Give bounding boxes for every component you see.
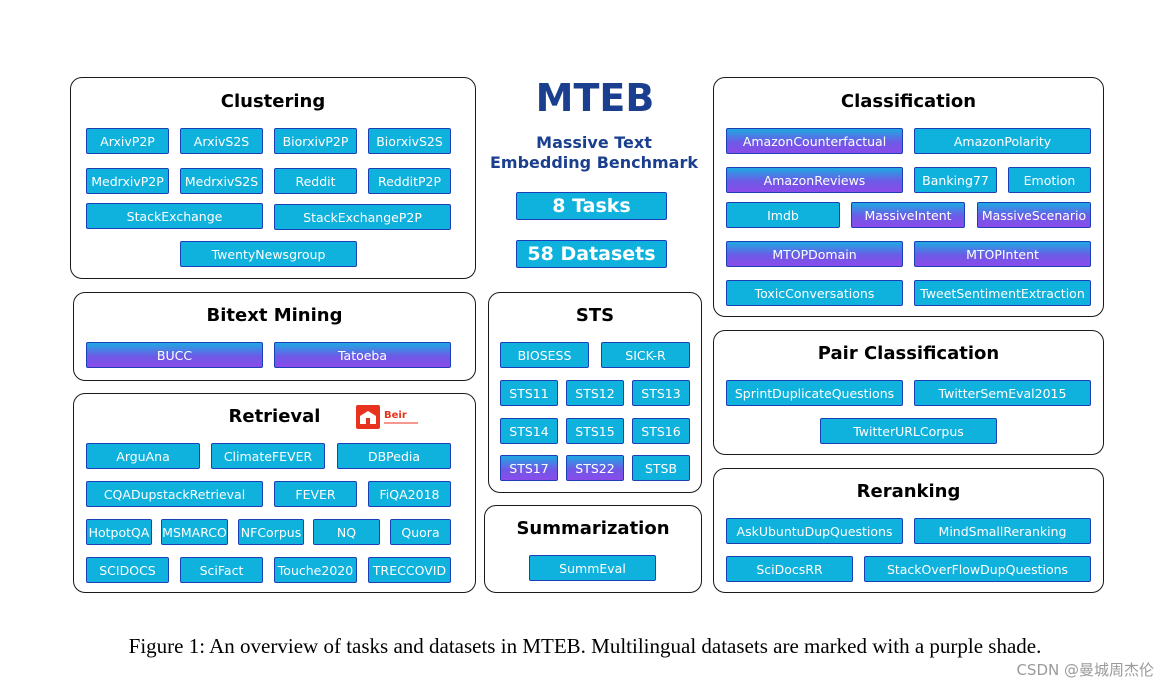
classification-panel: Classification AmazonCounterfactual Amaz… <box>713 77 1104 317</box>
tasks-count-badge: 8 Tasks <box>516 192 667 220</box>
dataset-chip: SprintDuplicateQuestions <box>726 380 903 406</box>
summarization-panel: Summarization SummEval <box>484 505 702 593</box>
dataset-chip-multilingual: BUCC <box>86 342 263 368</box>
summarization-title: Summarization <box>516 518 670 539</box>
dataset-chip: Banking77 <box>914 167 997 193</box>
dataset-chip: ToxicConversations <box>726 280 903 306</box>
dataset-chip: StackExchangeP2P <box>274 204 451 230</box>
dataset-chip-multilingual: MassiveScenario <box>977 202 1091 228</box>
dataset-chip: SICK-R <box>601 342 690 368</box>
dataset-chip: STS16 <box>632 418 690 444</box>
clustering-title: Clustering <box>220 91 326 112</box>
dataset-chip: BiorxivS2S <box>368 128 451 154</box>
dataset-chip: STS15 <box>566 418 624 444</box>
pair-classification-title: Pair Classification <box>817 343 1000 364</box>
dataset-chip: ArxivP2P <box>86 128 169 154</box>
dataset-chip: SciFact <box>180 557 263 583</box>
dataset-chip: STS14 <box>500 418 558 444</box>
dataset-chip: ArxivS2S <box>180 128 263 154</box>
dataset-chip: Reddit <box>274 168 357 194</box>
dataset-chip-multilingual: STS22 <box>566 455 624 481</box>
dataset-chip: MedrxivS2S <box>180 168 263 194</box>
dataset-chip: FEVER <box>274 481 357 507</box>
dataset-chip: SCIDOCS <box>86 557 169 583</box>
dataset-chip: AmazonPolarity <box>914 128 1091 154</box>
dataset-chip: StackOverFlowDupQuestions <box>864 556 1091 582</box>
dataset-chip: Touche2020 <box>274 557 357 583</box>
bitext-mining-title: Bitext Mining <box>206 305 343 326</box>
dataset-chip: BIOSESS <box>500 342 589 368</box>
dataset-chip: AskUbuntuDupQuestions <box>726 518 903 544</box>
clustering-panel: Clustering ArxivP2P ArxivS2S BiorxivP2P … <box>70 77 476 279</box>
mteb-subtitle-line1: Massive Text <box>536 133 652 152</box>
dataset-chip: Imdb <box>726 202 840 228</box>
dataset-chip-multilingual: MTOPIntent <box>914 241 1091 267</box>
dataset-chip: TwitterURLCorpus <box>820 418 997 444</box>
mteb-subtitle-line2: Embedding Benchmark <box>489 153 699 172</box>
dataset-chip-multilingual: MassiveIntent <box>851 202 965 228</box>
dataset-chip-multilingual: Tatoeba <box>274 342 451 368</box>
dataset-chip-multilingual: AmazonCounterfactual <box>726 128 903 154</box>
sts-panel: STS BIOSESS SICK-R STS11 STS12 STS13 STS… <box>488 292 702 493</box>
dataset-chip: NFCorpus <box>238 519 304 545</box>
dataset-chip: STS11 <box>500 380 558 406</box>
dataset-chip: SciDocsRR <box>726 556 853 582</box>
dataset-chip: TweetSentimentExtraction <box>914 280 1091 306</box>
dataset-chip: CQADupstackRetrieval <box>86 481 263 507</box>
bitext-mining-panel: Bitext Mining BUCC Tatoeba <box>73 292 476 381</box>
dataset-chip-multilingual: MTOPDomain <box>726 241 903 267</box>
dataset-chip: STS12 <box>566 380 624 406</box>
dataset-chip: STS13 <box>632 380 690 406</box>
figure-caption: Figure 1: An overview of tasks and datas… <box>128 634 1042 658</box>
dataset-chip: TwitterSemEval2015 <box>914 380 1091 406</box>
dataset-chip: TRECCOVID <box>368 557 451 583</box>
dataset-chip-multilingual: AmazonReviews <box>726 167 903 193</box>
dataset-chip: Emotion <box>1008 167 1091 193</box>
dataset-chip: BiorxivP2P <box>274 128 357 154</box>
dataset-chip: TwentyNewsgroup <box>180 241 357 267</box>
watermark: CSDN @曼城周杰伦 <box>1016 661 1154 679</box>
dataset-chip: MSMARCO <box>161 519 228 545</box>
dataset-chip: MindSmallReranking <box>914 518 1091 544</box>
dataset-chip: StackExchange <box>86 203 263 229</box>
retrieval-panel: Retrieval Beir ArguAna ClimateFEVER DBPe… <box>73 393 476 593</box>
dataset-chip: ArguAna <box>86 443 200 469</box>
retrieval-title: Retrieval <box>228 406 321 427</box>
dataset-chip: ClimateFEVER <box>211 443 325 469</box>
reranking-panel: Reranking AskUbuntuDupQuestions MindSmal… <box>713 468 1104 593</box>
sts-title: STS <box>575 305 615 326</box>
svg-text:Beir: Beir <box>384 410 407 421</box>
mteb-title: MTEB <box>535 76 655 120</box>
dataset-chip: FiQA2018 <box>368 481 451 507</box>
pair-classification-panel: Pair Classification SprintDuplicateQuest… <box>713 330 1104 455</box>
dataset-chip: RedditP2P <box>368 168 451 194</box>
reranking-title: Reranking <box>856 481 961 502</box>
dataset-chip: STSB <box>632 455 690 481</box>
dataset-chip: HotpotQA <box>86 519 152 545</box>
dataset-chip: Quora <box>390 519 451 545</box>
classification-title: Classification <box>840 91 977 112</box>
beir-logo: Beir <box>356 404 420 432</box>
dataset-chip: NQ <box>313 519 380 545</box>
dataset-chip: SummEval <box>529 555 656 581</box>
dataset-chip: MedrxivP2P <box>86 168 169 194</box>
dataset-chip-multilingual: STS17 <box>500 455 558 481</box>
datasets-count-badge: 58 Datasets <box>516 240 667 268</box>
dataset-chip: DBPedia <box>337 443 451 469</box>
